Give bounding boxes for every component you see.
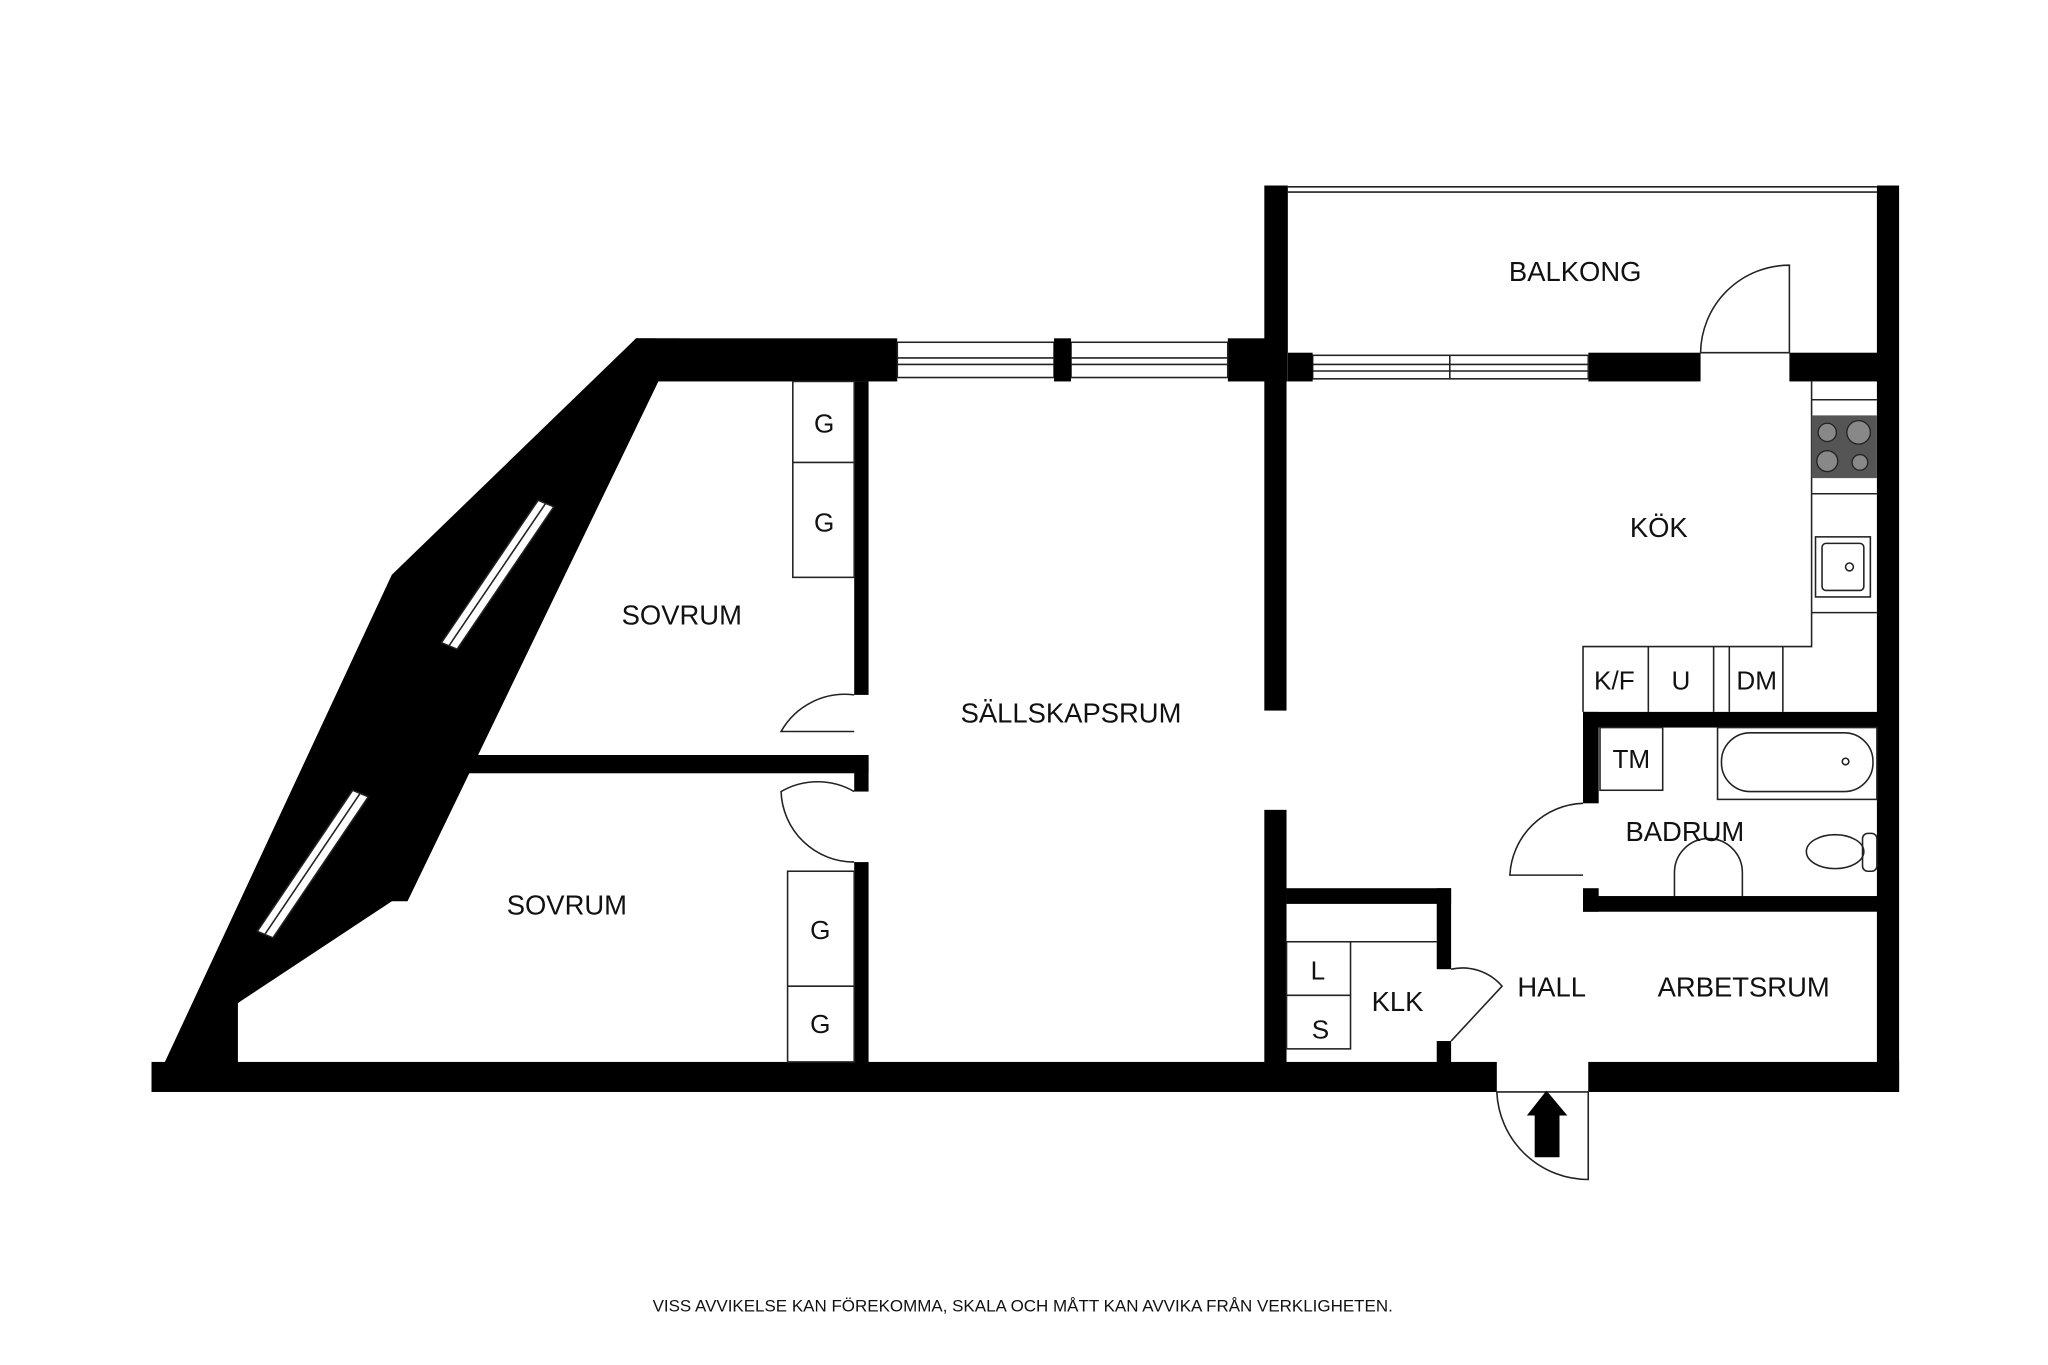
wardrobe-label: G [814,408,834,438]
shelf-l-label: L [1311,956,1326,986]
fridge-freezer-label: K/F [1594,666,1635,696]
room-label-sovrum-2: SOVRUM [507,889,627,920]
room-label-badrum: BADRUM [1626,816,1745,847]
windows [256,186,1877,939]
arrow-up-icon [1526,1090,1568,1158]
fixtures [786,380,1878,1063]
wardrobe-label: G [810,1009,830,1039]
wardrobe-label: G [814,508,834,538]
room-label-klk: KLK [1372,986,1424,1017]
oven-label: U [1672,666,1691,696]
dishwasher-label: DM [1736,666,1777,696]
room-label-balkong: BALKONG [1509,256,1642,287]
room-label-sallskapsrum: SÄLLSKAPSRUM [961,697,1182,728]
washing-machine-label: TM [1612,744,1650,774]
wardrobe-label: G [810,915,830,945]
room-label-sovrum-1: SOVRUM [622,599,742,630]
disclaimer: VISS AVVIKELSE KAN FÖREKOMMA, SKALA OCH … [653,1296,1393,1315]
room-label-kok: KÖK [1630,512,1688,543]
room-label-hall: HALL [1517,972,1586,1003]
shelf-s-label: S [1312,1014,1329,1044]
room-label-arbetsrum: ARBETSRUM [1658,972,1830,1003]
doors [779,264,1791,1181]
